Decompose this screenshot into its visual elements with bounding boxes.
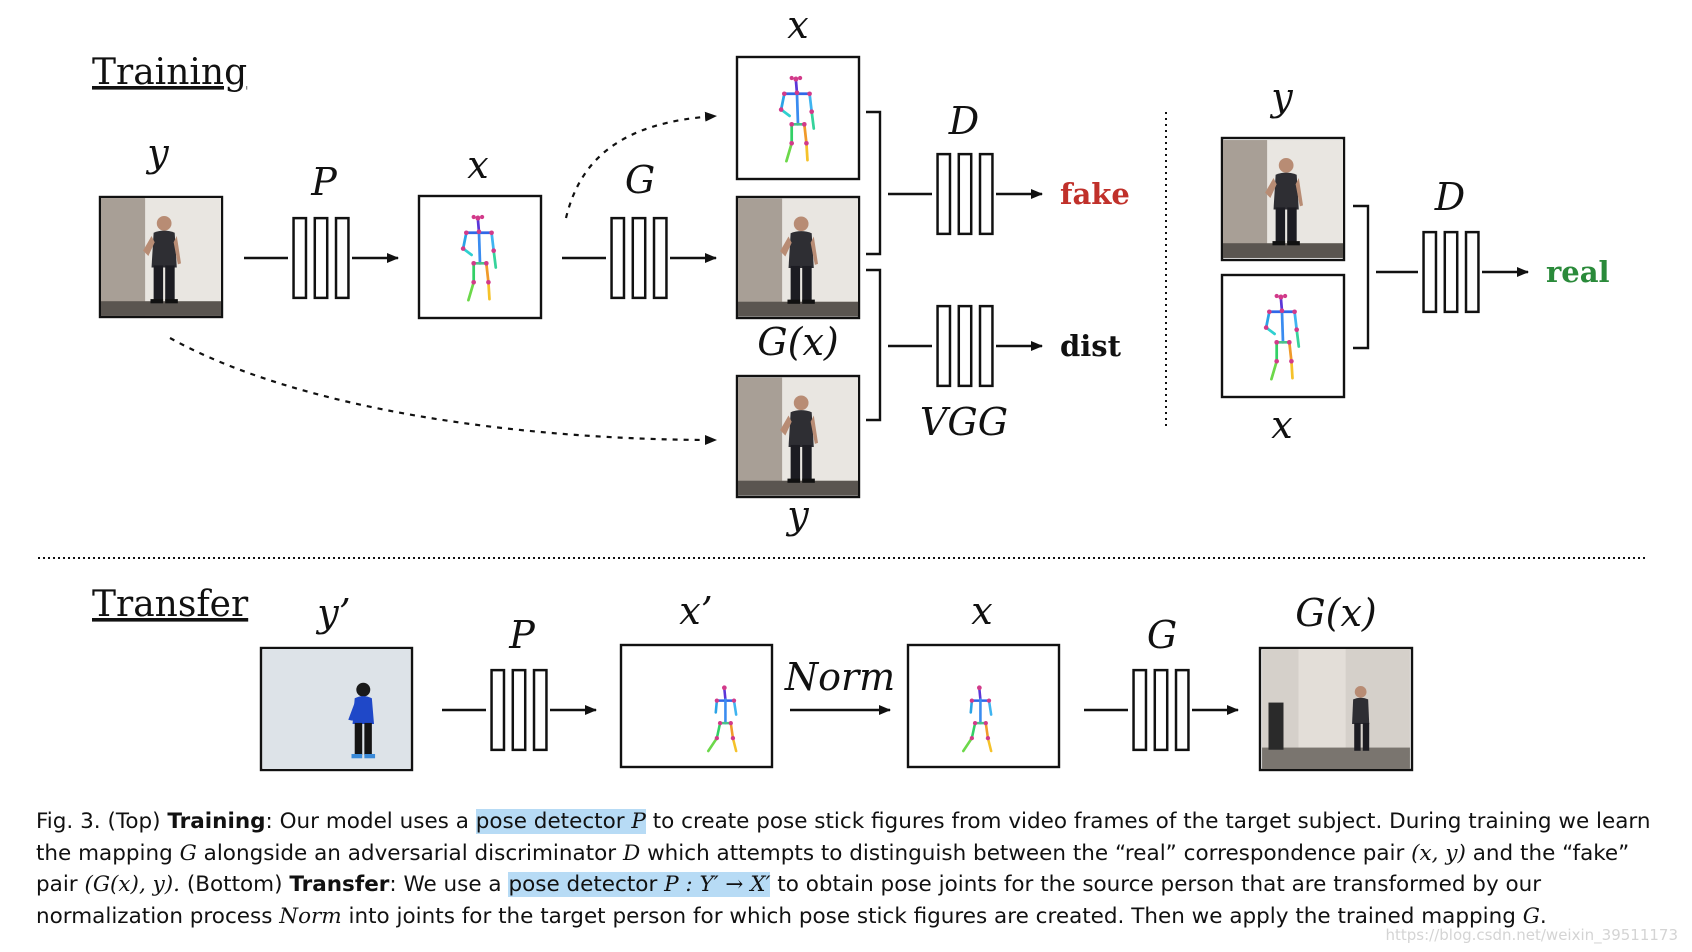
label-VGG: VGG (920, 400, 1008, 444)
caption-highlight-pose-detector-2: pose detector P : Y′ → X′ (508, 872, 771, 897)
label-Gx: G(x) (757, 320, 838, 364)
bracket-real-pair (1353, 204, 1370, 350)
pose-figure-x-normalized (906, 643, 1061, 769)
label-x-normalized: x (971, 589, 992, 633)
network-G-transfer-icon (1132, 668, 1190, 752)
network-D-real-icon (1422, 230, 1480, 314)
photo-target-y (98, 195, 224, 319)
person-photo-icon (1262, 649, 1410, 769)
caption-highlight-pose-detector: pose detector P (475, 809, 646, 834)
caption-fig-number: Fig. 3. (36, 809, 101, 834)
network-D-icon (936, 152, 994, 236)
photo-target-y-bottom (735, 374, 861, 499)
person-photo-icon (101, 198, 221, 316)
label-x-prime: x’ (679, 589, 713, 633)
bracket-fake-pair (866, 110, 882, 256)
label-Gx-transfer: G(x) (1295, 591, 1376, 635)
output-real: real (1546, 255, 1610, 289)
pose-figure-x (417, 194, 543, 320)
person-photo-icon (262, 649, 411, 769)
photo-output-Gx (1258, 646, 1414, 772)
label-norm: Norm (784, 655, 895, 699)
label-x-pose: x (467, 143, 488, 187)
photo-real-y (1220, 136, 1346, 262)
pose-figure-x-real (1220, 273, 1346, 399)
label-generator-G-transfer: G (1147, 613, 1177, 657)
label-discriminator-D: D (948, 99, 979, 143)
network-VGG-icon (936, 304, 994, 388)
photo-generated-Gx (735, 195, 861, 320)
label-x-real: x (1271, 403, 1292, 447)
label-x-top: x (787, 3, 808, 47)
watermark: https://blog.csdn.net/weixin_39511173 (1385, 926, 1678, 944)
person-photo-icon (738, 377, 858, 496)
label-y-bottom: y (785, 493, 809, 537)
person-photo-icon (1223, 140, 1343, 258)
person-photo-icon (738, 198, 858, 317)
pose-figure-x-prime (619, 643, 774, 769)
pose-figure-x-top (735, 55, 861, 181)
label-generator-G: G (625, 158, 655, 202)
figure-caption: Fig. 3. (Top) Training: Our model uses a… (36, 809, 1651, 929)
label-y-prime: y’ (315, 591, 351, 635)
photo-source-y-prime (259, 646, 414, 772)
section-title-transfer: Transfer (92, 584, 249, 625)
bracket-vgg-pair (866, 268, 882, 422)
label-pose-detector-P: P (310, 160, 338, 204)
network-P-icon (292, 216, 350, 300)
network-G-icon (610, 216, 668, 300)
label-discriminator-D-real: D (1434, 175, 1465, 219)
output-dist: dist (1060, 329, 1122, 363)
output-fake: fake (1060, 177, 1130, 211)
label-pose-detector-P-transfer: P (508, 613, 536, 657)
caption-training-bold: Training (167, 809, 266, 834)
section-title-training: Training (92, 52, 247, 93)
caption-transfer-bold: Transfer (289, 872, 390, 897)
dashed-arrow-y-copy (169, 337, 717, 445)
label-y-input: y (145, 131, 169, 175)
network-P-transfer-icon (490, 668, 548, 752)
label-y-real: y (1269, 75, 1293, 119)
